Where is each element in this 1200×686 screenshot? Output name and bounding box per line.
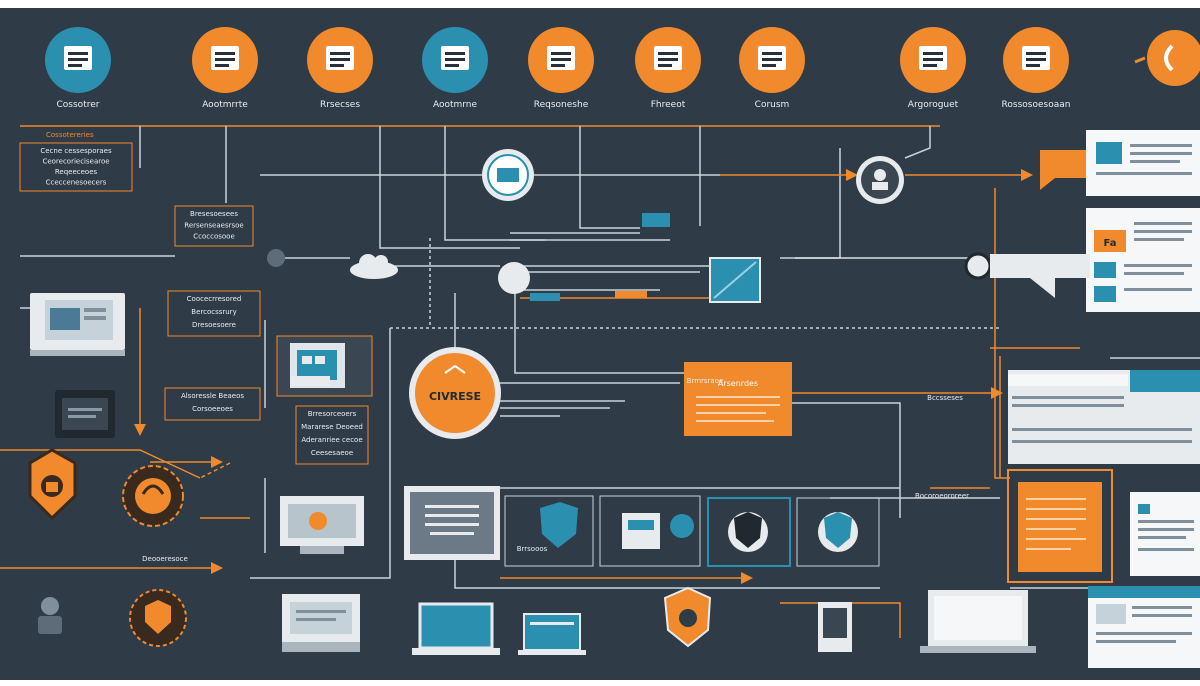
top-icon-label: Corusm	[755, 100, 790, 110]
left-laptop[interactable]	[55, 390, 115, 438]
right-panel-badge: Fa	[1104, 238, 1117, 249]
storefront-icon[interactable]: Corusm	[739, 27, 805, 110]
user-node-icon[interactable]	[856, 156, 904, 204]
building-icon[interactable]: Cossotrer	[45, 27, 111, 110]
left-box-line: Coocecrresored	[187, 295, 242, 303]
top-icon-label: Aootmrrte	[202, 100, 248, 110]
top-icon-label: Fhreeot	[651, 100, 686, 110]
top-icon-label: Aootmrne	[433, 100, 478, 110]
left-box-line: Mararese Deoeed	[301, 423, 363, 431]
orange-info-card[interactable]: Arsenrdes	[684, 362, 792, 436]
right-orange-doc[interactable]	[1007, 469, 1113, 583]
left-box-line: Cceccenesoecers	[46, 179, 107, 187]
wrench-icon[interactable]: Aootmrrte	[192, 27, 258, 110]
doc-chip-icon[interactable]	[530, 213, 761, 303]
left-box-line: Rersenseaesrsoe	[184, 221, 243, 229]
printer-icon[interactable]: Rrsecses	[307, 27, 373, 110]
top-icon-label: Reqsoneshe	[534, 100, 589, 110]
small-label: Bccsseses	[927, 394, 963, 402]
bottom-devices	[412, 586, 1036, 655]
laptop-icon[interactable]: Rossosoesoaan	[1002, 27, 1071, 110]
flow-diagram: Cossotrer Aootmrrte Rrsecses Aootmrne Reqson…	[0, 27, 1200, 668]
left-box-line: Reqeeceoes	[55, 168, 98, 176]
monitor-center-left[interactable]	[280, 496, 364, 554]
right-doc-panel-top[interactable]	[1040, 130, 1200, 196]
tablet-card[interactable]	[276, 335, 373, 397]
scanner-node[interactable]	[482, 149, 534, 201]
gear-hand-icon[interactable]	[122, 465, 184, 527]
right-doc-panel-mid[interactable]: Fa	[990, 208, 1200, 312]
robot-icon[interactable]	[38, 597, 62, 634]
right-paper-doc[interactable]	[1130, 492, 1200, 576]
shield-gear-icon[interactable]	[129, 589, 187, 647]
left-box-line: Bercocssrury	[191, 308, 236, 316]
small-label: Brmrsraoe	[687, 377, 724, 385]
left-box-line: Ceesesaeoe	[311, 449, 353, 457]
left-box-title: Cossotereries	[46, 131, 94, 139]
left-box-line: Aderanriee cecoe	[301, 436, 362, 444]
handshake-icon[interactable]: Reqsoneshe	[528, 27, 594, 110]
hub-label: CIVRESE	[429, 390, 481, 403]
small-label: Brrsooos	[517, 545, 548, 553]
top-icon-label: Rrsecses	[320, 100, 360, 110]
list-monitor[interactable]	[404, 486, 500, 560]
shield-lock-icon[interactable]	[28, 448, 77, 521]
left-box-line: Brresorceoers	[308, 410, 357, 418]
left-box-line: Cecne cessesporaes	[40, 147, 112, 155]
security-card-row	[504, 495, 880, 567]
left-box-line: Ccoccosooe	[193, 233, 235, 241]
calculator-icon[interactable]: Aootmrne	[422, 27, 488, 110]
left-box-line: Alsoressle Beaeos	[181, 392, 244, 400]
house-icon[interactable]: Argoroguet	[900, 27, 966, 110]
orange-card-title: Arsenrdes	[718, 379, 758, 388]
central-hub-node[interactable]: CIVRESE	[409, 347, 501, 439]
diagram-board: Cossotrer Aootmrrte Rrsecses Aootmrne Reqson…	[0, 8, 1200, 680]
monitor-bottom-left[interactable]	[282, 594, 360, 652]
cropped-orange-icon[interactable]	[1134, 30, 1200, 86]
left-monitor-1[interactable]	[30, 293, 125, 356]
right-browser-panel[interactable]	[1088, 586, 1200, 668]
small-label: Deooeresoce	[142, 555, 188, 563]
cloud-icon[interactable]	[350, 254, 398, 279]
document-icon[interactable]: Fhreeot	[635, 27, 701, 110]
top-icon-label: Cossotrer	[57, 100, 100, 110]
top-icon-row: Cossotrer Aootmrrte Rrsecses Aootmrne Reqson…	[45, 27, 1070, 110]
left-box-line: Dresoesoere	[192, 321, 236, 329]
small-label: Bocoroeororeer	[915, 492, 969, 500]
top-icon-label: Argoroguet	[908, 100, 959, 110]
top-icon-label: Rossosoesoaan	[1002, 100, 1071, 110]
small-link-node[interactable]	[267, 249, 992, 294]
right-table-panel[interactable]	[1008, 370, 1200, 464]
left-box-line: Ceorecoriecisearoe	[42, 158, 109, 166]
left-box-line: Corsoeeoes	[192, 405, 233, 413]
left-box-line: Bresesoesees	[190, 210, 238, 218]
